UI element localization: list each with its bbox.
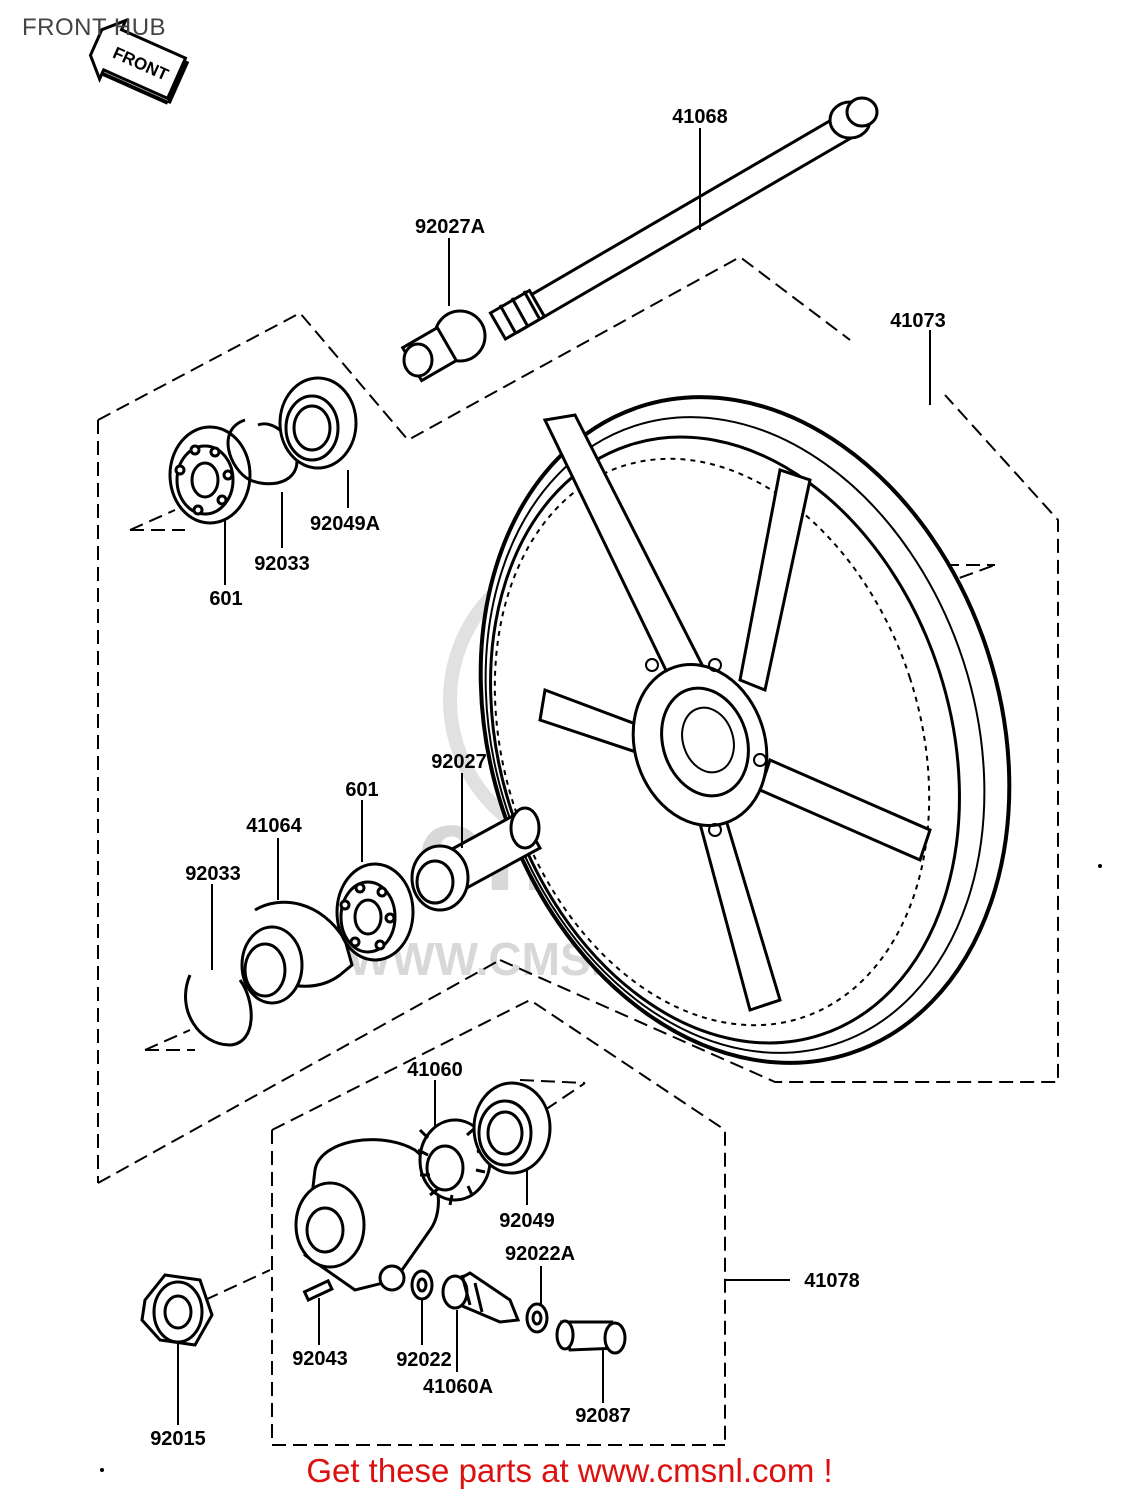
part-label-92027a: 92027A — [415, 216, 485, 238]
oil-seal-92049a — [278, 376, 358, 470]
part-label-92022a: 92022A — [505, 1243, 575, 1265]
spacer-92027a — [400, 309, 487, 383]
pinion-41060a — [441, 1271, 521, 1324]
promo-footer-text: Get these parts at www.cmsnl.com ! — [306, 1452, 833, 1489]
scan-dot — [100, 1468, 104, 1472]
part-labels: 41068 92027A 41073 92049A 92033 601 9202… — [150, 106, 946, 1450]
assembly-outline — [97, 255, 1059, 1446]
part-label-92027: 92027 — [431, 751, 487, 773]
part-label-92033-upper: 92033 — [254, 553, 310, 575]
part-label-92022: 92022 — [396, 1349, 452, 1371]
bearing-601-upper — [168, 425, 252, 525]
washer-92022 — [410, 1269, 434, 1301]
circlip-92033-lower — [184, 974, 253, 1047]
part-label-92033-lower: 92033 — [185, 863, 241, 885]
part-label-41060: 41060 — [407, 1059, 463, 1081]
part-label-41064: 41064 — [246, 815, 302, 837]
part-label-41078: 41078 — [804, 1270, 860, 1292]
scan-dot — [1098, 864, 1102, 868]
part-label-601-upper: 601 — [209, 588, 242, 610]
speedometer-housing — [294, 1138, 440, 1292]
front-axle — [488, 96, 879, 342]
cast-wheel — [478, 395, 1012, 1065]
bearing-601-lower — [335, 862, 415, 962]
part-label-92043: 92043 — [292, 1348, 348, 1370]
pin-92043 — [302, 1278, 334, 1303]
part-label-92015: 92015 — [150, 1428, 206, 1450]
hub-cover-41064 — [240, 900, 354, 1005]
part-label-92049: 92049 — [499, 1210, 555, 1232]
front-direction-arrow: FRONT — [88, 17, 190, 105]
leader-lines — [177, 128, 931, 1425]
part-label-41073: 41073 — [890, 310, 946, 332]
oil-seal-92049 — [472, 1081, 552, 1175]
axle-nut-92015 — [140, 1273, 214, 1347]
washer-92022a — [525, 1302, 549, 1334]
part-label-92087: 92087 — [575, 1405, 631, 1427]
part-label-92049a: 92049A — [310, 513, 380, 535]
page-title: FRONT HUB — [22, 14, 167, 41]
part-label-41060a: 41060A — [423, 1376, 493, 1398]
part-label-41068: 41068 — [672, 106, 728, 128]
part-label-601-lower: 601 — [345, 779, 378, 801]
bushing-92087 — [555, 1319, 627, 1355]
spacer-92027 — [410, 806, 543, 912]
